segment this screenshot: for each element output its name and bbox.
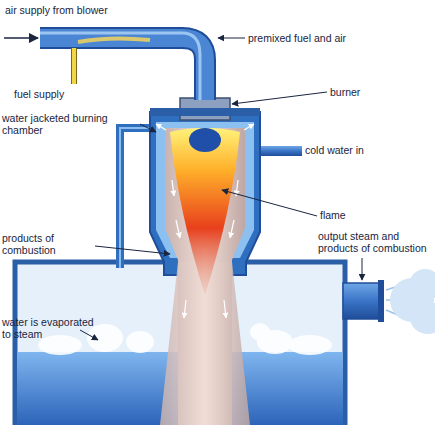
- flow-arrow: [156, 124, 166, 130]
- leader-line: [232, 92, 327, 104]
- steam-puff: [38, 335, 82, 355]
- outlet-flange: [378, 280, 384, 322]
- callout-label: burner: [330, 86, 420, 98]
- outlet-nozzle: [343, 283, 379, 319]
- supply-pipe: [40, 38, 205, 100]
- steam-cloud: [390, 269, 435, 334]
- cold-water-pipe: [256, 146, 302, 156]
- callout-label: premixed fuel and air: [248, 32, 408, 44]
- cloud-puff: [410, 302, 435, 334]
- fuel-streak: [78, 38, 150, 42]
- boiler-tank: [15, 262, 345, 425]
- leader-line: [95, 246, 170, 254]
- water-pipe-highlight: [120, 128, 152, 268]
- output-pipe: [343, 269, 435, 334]
- flame-cone: [170, 128, 240, 295]
- air-inlet-arrow: [4, 37, 38, 39]
- water-pipe: [120, 128, 152, 268]
- steam-puff: [288, 335, 332, 355]
- callout-label: cold water in: [305, 144, 415, 156]
- steam-puff: [126, 331, 154, 353]
- supply-pipe-outline: [40, 38, 205, 100]
- fuel-line-outline: [71, 48, 77, 84]
- callout-label: water jacketed burning chamber: [2, 112, 140, 136]
- burner-flame-core: [189, 128, 221, 152]
- flow-arrow: [184, 300, 186, 318]
- leader-line: [222, 190, 317, 216]
- flow-arrow: [230, 220, 234, 238]
- steam-puff: [87, 324, 123, 352]
- leader-line: [140, 124, 156, 132]
- callout-label: water is evaporated to steam: [2, 316, 100, 340]
- tank-shell: [15, 262, 345, 425]
- flow-arrows: [156, 124, 254, 318]
- jacket-cap: [150, 108, 260, 116]
- cloud-puff: [409, 269, 435, 301]
- flow-arrow: [172, 180, 174, 196]
- flow-arrow: [244, 124, 254, 130]
- callout-label: output steam and products of combustion: [318, 230, 435, 254]
- flow-arrow: [224, 300, 226, 318]
- callout-label: products of combustion: [2, 232, 94, 256]
- callout-label: air supply from blower: [5, 4, 205, 16]
- leader-line: [80, 330, 98, 340]
- fuel-line: [72, 48, 76, 84]
- callout-label: flame: [320, 209, 410, 221]
- callout-label: fuel supply: [14, 88, 114, 100]
- leader-line: [362, 258, 363, 280]
- steam-puff: [250, 323, 270, 341]
- flow-arrow: [176, 220, 180, 238]
- leader-lines: [80, 38, 362, 340]
- leader-line: [218, 38, 245, 39]
